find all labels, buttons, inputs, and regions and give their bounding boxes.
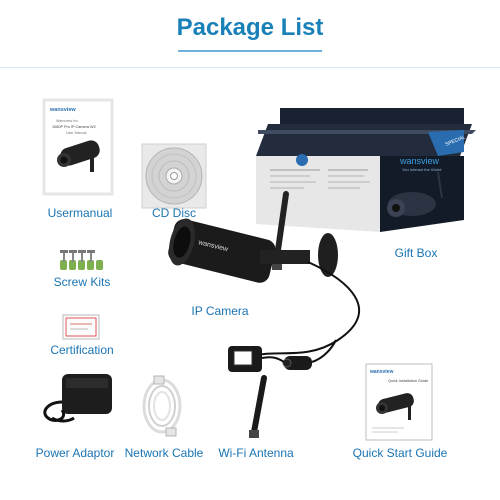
- power-adaptor-image: [43, 374, 112, 423]
- cable-connector-image: [228, 339, 337, 372]
- ip-camera-image: wansview: [168, 191, 361, 356]
- power-adaptor-label: Power Adaptor: [35, 446, 115, 460]
- cd-disc-label: CD Disc: [152, 206, 196, 220]
- ip-camera-label: IP Camera: [191, 304, 249, 318]
- network-cable-label: Network Cable: [124, 446, 204, 460]
- quick-start-guide-cover-title: Quick Installation Guide: [388, 379, 428, 383]
- gift-box-image: SPECIAL wansview You Interact the World: [256, 108, 476, 232]
- quick-start-guide-image: wansview Quick Installation Guide: [365, 363, 433, 441]
- usermanual-cover-line3: User Manual: [66, 131, 87, 135]
- gift-box-label: Gift Box: [394, 246, 438, 260]
- cd-disc-image: [141, 143, 207, 209]
- page-title: Package List: [176, 14, 324, 41]
- usermanual-cover-line1: Wansview Inc.: [56, 119, 79, 123]
- screw-kits-image: [60, 250, 103, 270]
- gift-box-brand: wansview: [399, 156, 440, 166]
- wifi-antenna-image: [249, 375, 267, 438]
- quick-start-guide-brand: wansview: [369, 369, 393, 375]
- gift-box-tagline: You Interact the World: [402, 167, 441, 172]
- certification-label: Certification: [50, 343, 114, 357]
- wifi-antenna-label: Wi-Fi Antenna: [218, 446, 294, 460]
- screw-kits-label: Screw Kits: [53, 275, 111, 289]
- title-underline: [178, 50, 322, 52]
- usermanual-brand: wansview: [49, 107, 76, 113]
- usermanual-image: wansview Wansview Inc. 1080P Pro IP Came…: [42, 98, 114, 196]
- usermanual-cover-line2: 1080P Pro IP Camera W2: [52, 125, 96, 129]
- usermanual-label: Usermanual: [47, 206, 113, 220]
- header-divider: [0, 67, 500, 68]
- certification-image: [62, 314, 100, 340]
- network-cable-image: [142, 375, 182, 437]
- quick-start-guide-label: Quick Start Guide: [352, 446, 448, 460]
